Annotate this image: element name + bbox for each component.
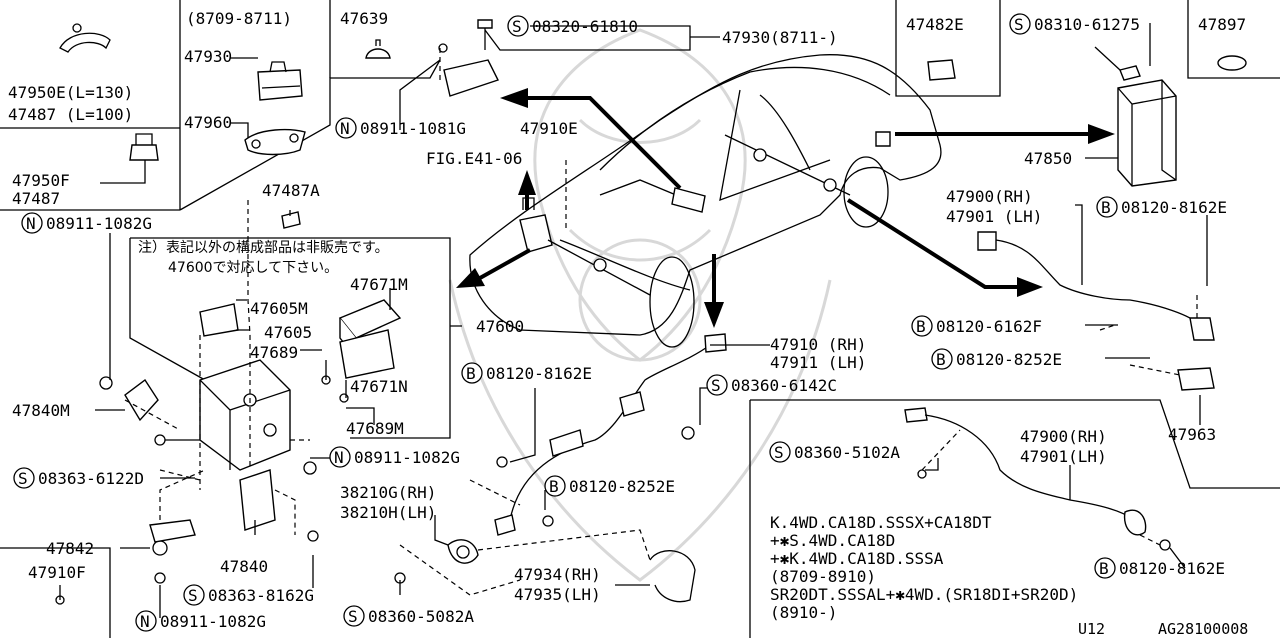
- note-line-2: 47600で対応して下さい。: [168, 260, 338, 276]
- label-47901-lh-b: 47901(LH): [1020, 447, 1107, 466]
- label-fig-ref: FIG.E41-06: [426, 149, 522, 168]
- label-47900-rh-b: 47900(RH): [1020, 427, 1107, 446]
- label-47671N: 47671N: [350, 377, 408, 396]
- label-08120-8252E-b: 08120-8252E: [569, 477, 675, 496]
- prefix-markers: S S N N B B B B S S N B S S B N S: [13, 13, 1118, 632]
- label-08360-5082A: 08360-5082A: [368, 607, 474, 626]
- label-47689M: 47689M: [346, 419, 404, 438]
- label-47840: 47840: [220, 557, 268, 576]
- part-labels: (8709-8711) 47639 47930 47960 47950E(L=1…: [8, 9, 1248, 638]
- label-47950E: 47950E(L=130): [8, 83, 133, 102]
- label-08911-1082G-b: 08911-1082G: [354, 448, 460, 467]
- s-marker: S: [348, 607, 358, 626]
- label-47960: 47960: [184, 113, 232, 132]
- label-47600: 47600: [476, 317, 524, 336]
- label-47482E: 47482E: [906, 15, 964, 34]
- dashed-assembly-lines: [124, 48, 1198, 596]
- label-47901-lh-a: 47901 (LH): [946, 207, 1042, 226]
- label-47930-8711: 47930(8711-): [722, 28, 838, 47]
- n-marker: N: [340, 119, 350, 138]
- label-47911-lh: 47911 (LH): [770, 353, 866, 372]
- label-47605M: 47605M: [250, 299, 308, 318]
- leader-lines: [59, 23, 1208, 618]
- label-38210G: 38210G(RH): [340, 483, 436, 502]
- label-47930: 47930: [184, 47, 232, 66]
- footer-code: U12: [1078, 620, 1105, 638]
- label-47935: 47935(LH): [514, 585, 601, 604]
- label-47910F: 47910F: [28, 563, 86, 582]
- label-47605: 47605: [264, 323, 312, 342]
- b-marker: B: [549, 477, 559, 496]
- b-marker: B: [916, 317, 926, 336]
- s-marker: S: [1014, 15, 1024, 34]
- s-marker: S: [18, 469, 28, 488]
- label-47850: 47850: [1024, 149, 1072, 168]
- label-47487A: 47487A: [262, 181, 320, 200]
- label-47950F: 47950F: [12, 171, 70, 190]
- n-marker: N: [26, 214, 36, 233]
- label-08911-1082G-c: 08911-1082G: [160, 612, 266, 631]
- label-47897: 47897: [1198, 15, 1246, 34]
- spec-line-3: +✱K.4WD.CA18D.SSSA: [770, 549, 944, 568]
- label-08363-6122D: 08363-6122D: [38, 469, 144, 488]
- label-47487: 47487: [12, 189, 60, 208]
- label-08360-6142C: 08360-6142C: [731, 376, 837, 395]
- label-47840M: 47840M: [12, 401, 70, 420]
- spec-line-4: (8709-8910): [770, 567, 876, 586]
- pointer-arrows: [456, 88, 1115, 328]
- watermark-emblem: [448, 28, 832, 582]
- s-marker: S: [188, 586, 198, 605]
- label-08911-1081G: 08911-1081G: [360, 119, 466, 138]
- label-08310-61275: 08310-61275: [1034, 15, 1140, 34]
- label-08120-8162E-a: 08120-8162E: [1121, 198, 1227, 217]
- n-marker: N: [140, 612, 150, 631]
- s-marker: S: [774, 443, 784, 462]
- label-08911-1082G-a: 08911-1082G: [46, 214, 152, 233]
- label-47934: 47934(RH): [514, 565, 601, 584]
- label-08360-5102A: 08360-5102A: [794, 443, 900, 462]
- s-marker: S: [711, 376, 721, 395]
- label-47842: 47842: [46, 539, 94, 558]
- n-marker: N: [334, 448, 344, 467]
- b-marker: B: [936, 350, 946, 369]
- label-47487-100: 47487 (L=100): [8, 105, 133, 124]
- label-08320-61810: 08320-61810: [532, 17, 638, 36]
- spec-line-1: K.4WD.CA18D.SSSX+CA18DT: [770, 513, 992, 532]
- component-sketches: [55, 19, 1247, 605]
- label-47671M: 47671M: [350, 275, 408, 294]
- label-47910-rh: 47910 (RH): [770, 335, 866, 354]
- spec-line-6: (8910-): [770, 603, 837, 622]
- label-47963: 47963: [1168, 425, 1216, 444]
- label-08120-8162E-c: 08120-8162E: [1119, 559, 1225, 578]
- b-marker: B: [1099, 559, 1109, 578]
- b-marker: B: [1101, 198, 1111, 217]
- spec-line-2: +✱S.4WD.CA18D: [770, 531, 895, 550]
- label-47900-rh-a: 47900(RH): [946, 187, 1033, 206]
- label-38210H: 38210H(LH): [340, 503, 436, 522]
- b-marker: B: [466, 364, 476, 383]
- car-body-outline: [469, 54, 942, 348]
- note-line-1: 注）表記以外の構成部品は非販売です。: [138, 239, 389, 256]
- spec-line-5: SR20DT.SSSAL+✱4WD.(SR18DI+SR20D): [770, 585, 1078, 604]
- s-marker: S: [512, 17, 522, 36]
- label-08363-8162G: 08363-8162G: [208, 586, 314, 605]
- label-08120-8162E-b: 08120-8162E: [486, 364, 592, 383]
- label-serial-range: (8709-8711): [186, 9, 292, 28]
- label-47639: 47639: [340, 9, 388, 28]
- label-47689: 47689: [250, 343, 298, 362]
- label-08120-8252E-a: 08120-8252E: [956, 350, 1062, 369]
- footer-ref: AG28100008: [1158, 620, 1248, 638]
- label-08120-6162F: 08120-6162F: [936, 317, 1042, 336]
- label-47910E: 47910E: [520, 119, 578, 138]
